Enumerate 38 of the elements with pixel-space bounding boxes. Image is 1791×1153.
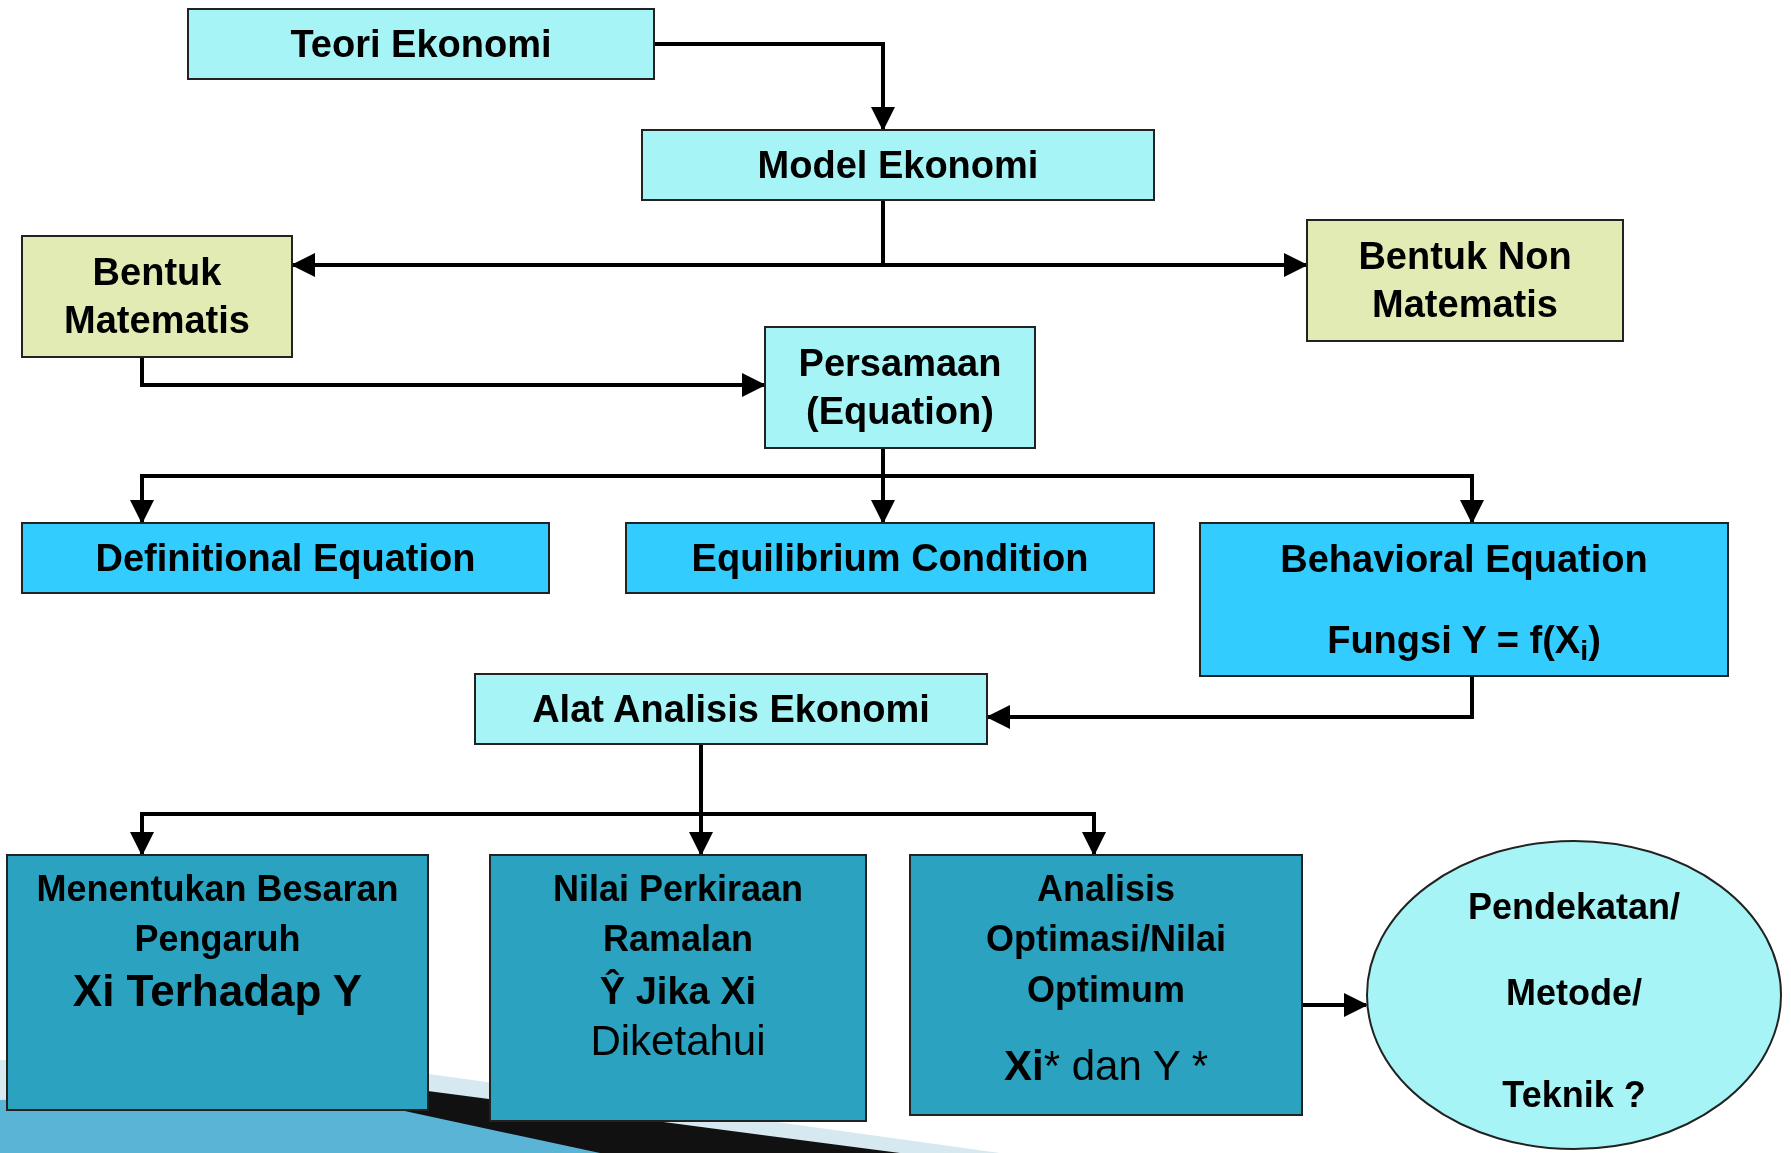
node-text: Bentuk Matematis [63,250,251,343]
node-text: Equilibrium Condition [690,535,1090,581]
analysis-box [6,854,429,1111]
node-text: Nilai Perkiraan Ramalan [551,867,805,962]
category-box [21,235,293,358]
connector-arrow [699,745,1106,856]
analysis-box [489,854,867,1122]
node-text: Xi Terhadap Y [71,964,364,1017]
connector-arrow [881,201,1308,277]
node-text: Ŷ Jika Xi [598,968,758,1014]
node-text: Fungsi Y = f(X$_{i}$) [1326,617,1602,668]
node-text: Alat Analisis Ekonomi [531,686,931,732]
node-text: Definitional Equation [94,535,477,581]
connector-arrow [655,42,895,131]
node-text: Bentuk Non Matematis [1357,234,1573,327]
node-text: Teknik ? [1501,1073,1647,1117]
node-text: Xi* dan Y * [1003,1041,1209,1092]
node-text: Diketahui [589,1016,767,1067]
node-text: Teori Ekonomi [289,21,553,67]
equation-type-box [21,522,550,594]
node-text: Menentukan Besaran Pengaruh [35,867,400,962]
connector-arrow [140,358,766,397]
node-text: Metode/ [1505,971,1643,1015]
category-box [1306,219,1624,342]
node-text: Pendekatan/ [1466,885,1682,929]
node-text: Analisis Optimasi/Nilai Optimum [984,867,1228,1012]
node-text: Behavioral Equation [1279,536,1649,582]
process-box [641,129,1155,201]
connector-arrow [1303,993,1368,1017]
equation-type-box [1199,522,1729,677]
analysis-box [909,854,1303,1116]
node-text: Model Ekonomi [756,142,1040,188]
process-box [187,8,655,80]
process-box [474,673,988,745]
equation-type-box [625,522,1155,594]
process-box [764,326,1036,449]
node-text: Persamaan (Equation) [797,341,1003,434]
method-ellipse [1366,840,1782,1150]
